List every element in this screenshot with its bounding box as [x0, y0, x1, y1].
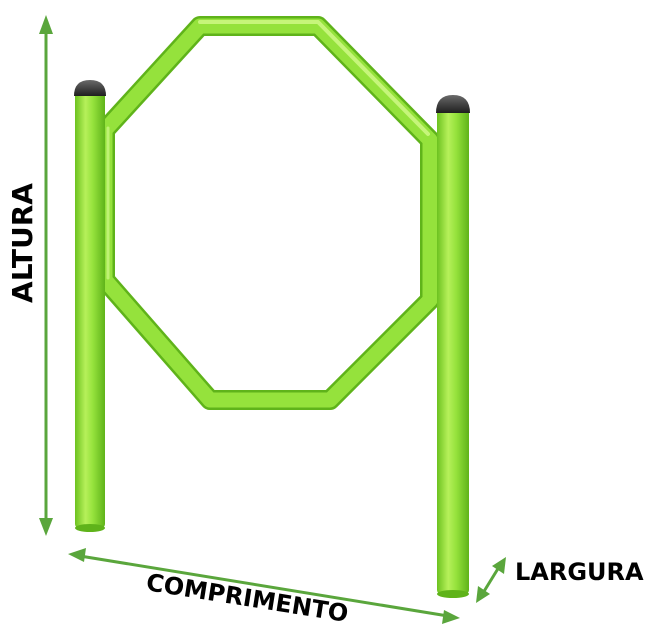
length-arrow — [68, 548, 460, 624]
left-post — [74, 80, 106, 532]
right-post — [436, 95, 470, 598]
right-post-cap — [436, 95, 470, 113]
height-arrow — [39, 15, 53, 536]
width-label: LARGURA — [515, 558, 644, 586]
width-arrow — [476, 557, 506, 603]
length-label: COMPRIMENTO — [144, 568, 350, 628]
octagon-hoop — [95, 16, 440, 410]
height-label: ALTURA — [6, 183, 39, 303]
left-post-cap — [74, 80, 106, 96]
